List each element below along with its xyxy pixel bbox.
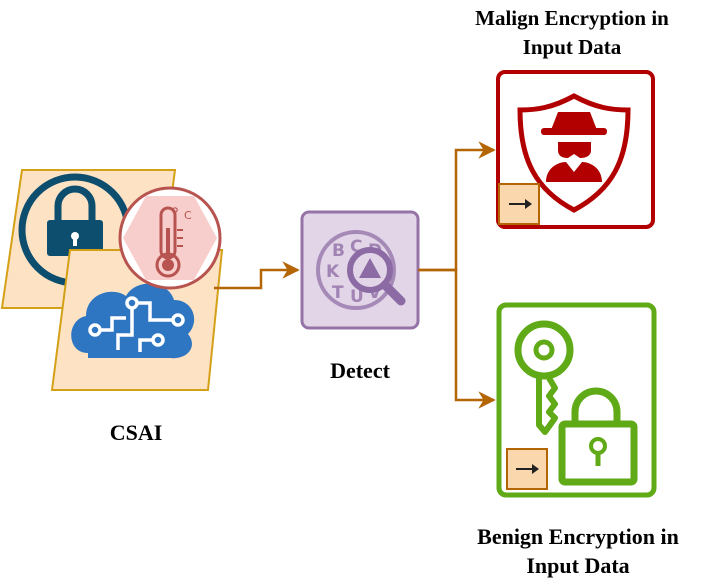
benign-label-line1: Benign Encryption in (477, 524, 679, 549)
benign-node (496, 302, 657, 498)
detect-label: Detect (330, 358, 390, 383)
thermometer-icon: C (118, 186, 222, 290)
cloud-circuit-icon (71, 283, 195, 359)
connectors (214, 141, 496, 409)
edge-csai-to-detect (214, 261, 300, 290)
svg-text:C: C (184, 209, 192, 222)
benign-label: Benign Encryption in Input Data (452, 522, 704, 580)
benign-label-line2: Input Data (526, 553, 630, 578)
arrow-badge-icon (498, 183, 540, 225)
csai-node: C (0, 169, 224, 391)
edge-detect-to-malign (418, 141, 496, 272)
detect-node: BCD K TUV (300, 210, 420, 330)
key-icon (514, 320, 574, 435)
arrow-badge-icon (506, 448, 548, 490)
spy-shield-icon (517, 93, 631, 213)
svg-text:K: K (326, 262, 340, 282)
svg-text:T: T (332, 283, 344, 303)
malign-label-line1: Malign Encryption in (475, 6, 669, 30)
edge-detect-to-benign (418, 268, 496, 409)
svg-text:B: B (332, 241, 345, 261)
malign-label: Malign Encryption in Input Data (452, 4, 692, 62)
search-encryption-icon: BCD K TUV (316, 230, 406, 310)
malign-node (496, 70, 655, 229)
svg-text:U: U (350, 287, 364, 307)
malign-label-line2: Input Data (522, 35, 622, 59)
padlock-green-icon (558, 387, 638, 486)
csai-label: CSAI (109, 420, 163, 445)
